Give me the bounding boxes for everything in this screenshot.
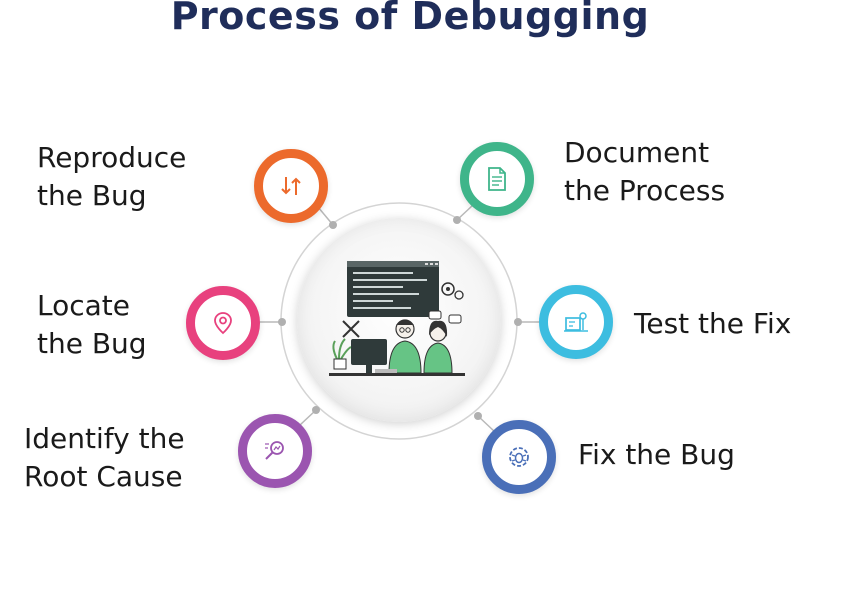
step-label-identify: Identify the Root Cause xyxy=(24,420,185,496)
test-device-icon xyxy=(539,285,613,359)
step-label-line: Reproduce xyxy=(37,141,187,174)
step-label-locate: Locate the Bug xyxy=(37,287,147,363)
connector-dot-test xyxy=(514,318,522,326)
step-label-line: Fix the Bug xyxy=(578,438,735,471)
step-label-line: Locate xyxy=(37,289,130,322)
step-label-document: Document the Process xyxy=(564,134,725,210)
step-label-line: the Bug xyxy=(37,327,147,360)
step-label-line: Root Cause xyxy=(24,460,183,493)
step-label-reproduce: Reproduce the Bug xyxy=(37,139,186,215)
center-disc xyxy=(297,218,501,422)
step-label-line: Document xyxy=(564,136,710,169)
bug-gear-icon xyxy=(482,420,556,494)
connector-dot-fix xyxy=(474,412,482,420)
diagram-title: Process of Debugging xyxy=(170,0,650,38)
step-label-line: Test the Fix xyxy=(634,307,792,340)
magnify-analysis-icon xyxy=(238,414,312,488)
step-label-line: Identify the xyxy=(24,422,185,455)
connector-dot-reproduce xyxy=(329,221,337,229)
connector-dot-locate xyxy=(278,318,286,326)
location-pin-icon xyxy=(186,286,260,360)
step-label-line: the Bug xyxy=(37,179,147,212)
step-label-fix: Fix the Bug xyxy=(578,436,735,474)
document-icon xyxy=(460,142,534,216)
developers-illustration xyxy=(329,261,465,376)
sort-arrows-icon xyxy=(254,149,328,223)
connector-dot-document xyxy=(453,216,461,224)
step-label-line: the Process xyxy=(564,174,726,207)
connector-dot-identify xyxy=(312,406,320,414)
step-label-test: Test the Fix xyxy=(634,305,791,343)
